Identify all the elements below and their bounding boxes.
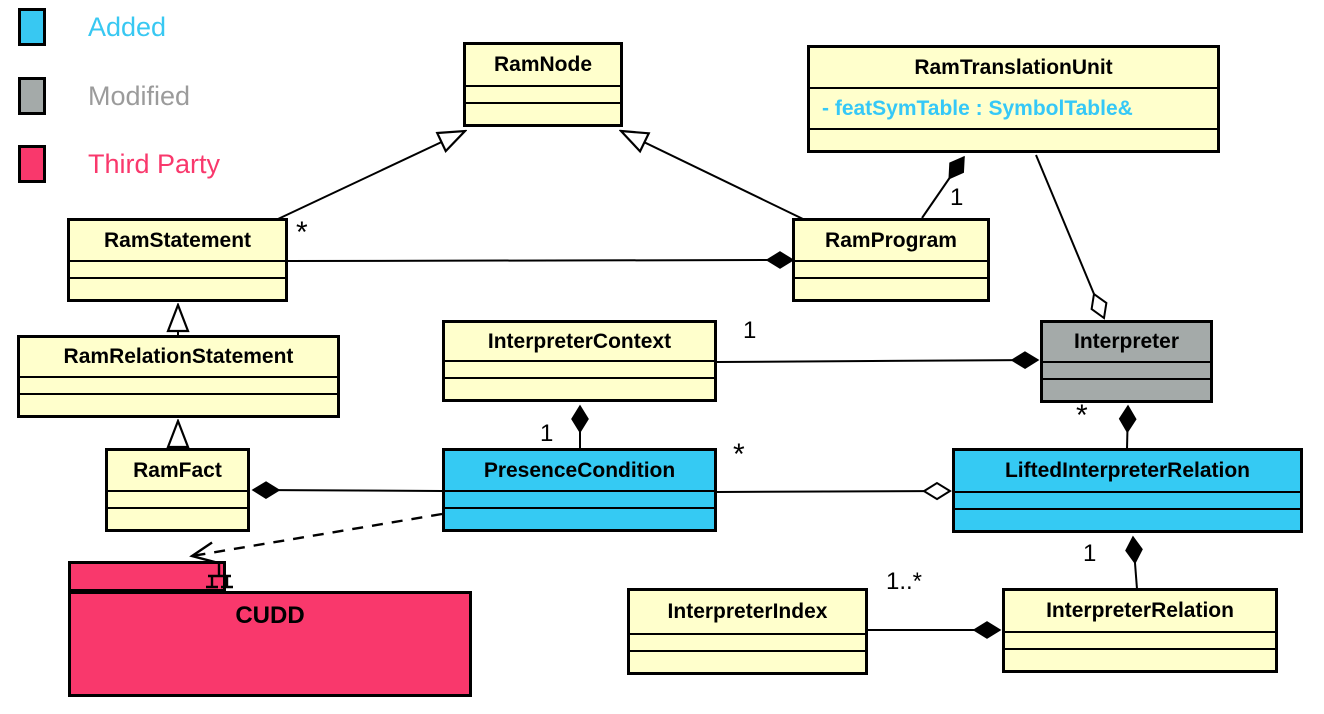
composition-interpretercontext-interpreter [716, 351, 1040, 369]
class-title: PresenceCondition [483, 458, 676, 482]
class-ramprogram: RamProgram [792, 218, 990, 302]
class-title: RamFact [133, 458, 222, 482]
legend-swatch-third-party [18, 145, 46, 183]
package-cudd-tab [68, 561, 233, 592]
class-methods [70, 277, 285, 299]
class-title: Interpreter [1073, 330, 1180, 353]
class-attributes [70, 260, 285, 277]
class-title: RamTranslationUnit [914, 55, 1113, 79]
class-ramnode: RamNode [463, 42, 623, 127]
class-attributes [795, 260, 987, 277]
class-methods [795, 277, 987, 299]
class-attributes [445, 360, 714, 377]
class-attributes [20, 376, 337, 393]
class-methods [20, 393, 337, 415]
anchor-icon [206, 564, 233, 589]
class-methods [445, 377, 714, 399]
class-methods [630, 650, 865, 672]
class-interpretercontext: InterpreterContext [442, 320, 717, 402]
class-methods [108, 507, 247, 529]
package-title: CUDD [235, 602, 305, 629]
class-title: RamProgram [825, 228, 957, 252]
class-attributes [630, 633, 865, 650]
class-title: LiftedInterpreterRelation [1004, 459, 1251, 482]
multiplicity-label: * [296, 216, 308, 249]
class-methods [445, 507, 714, 529]
multiplicity-label: 1..* [886, 568, 923, 595]
class-methods [955, 508, 1300, 530]
multiplicity-label: 1 [950, 184, 964, 211]
class-interpreterrelation: InterpreterRelation [1002, 588, 1278, 673]
aggregation-presencecondition-liftedinterpreterrelation [716, 481, 952, 501]
class-liftedinterpreterrelation: LiftedInterpreterRelation [952, 448, 1303, 533]
composition-liftedinterpreterrelation-interpreter [1118, 404, 1137, 450]
class-ramrelationstatement: RamRelationStatement [17, 335, 340, 418]
class-title: InterpreterContext [487, 329, 672, 353]
legend-swatch-added [18, 8, 46, 46]
class-attributes [108, 490, 247, 507]
composition-ramprogram-ramtranslationunit [921, 155, 965, 219]
legend-swatch-modified [18, 77, 46, 115]
class-ramstatement: RamStatement [67, 218, 288, 302]
class-attributes [445, 490, 714, 507]
composition-interpreterrelation-liftedinterpreterrelation [1125, 535, 1143, 590]
multiplicity-label: 1 [540, 420, 554, 447]
class-methods [810, 128, 1217, 150]
generalization-ramstatement-ramnode [277, 131, 465, 220]
class-title: InterpreterRelation [1046, 599, 1234, 622]
generalization-ramprogram-ramnode [621, 131, 804, 220]
package-cudd-body: CUDD [68, 591, 472, 697]
class-interpreter: Interpreter [1040, 320, 1213, 403]
class-interpreterindex: InterpreterIndex [627, 588, 868, 675]
class-attributes: - featSymTable : SymbolTable& [810, 87, 1217, 128]
class-methods [466, 102, 620, 124]
class-ramtranslationunit: RamTranslationUnit - featSymTable : Symb… [807, 45, 1220, 153]
class-title: RamStatement [103, 228, 252, 252]
legend-label-modified: Modified [88, 81, 191, 111]
dependency-presencecondition-cudd [189, 512, 443, 564]
class-title: RamNode [493, 53, 593, 76]
class-attributes [1005, 631, 1275, 648]
class-methods [1043, 378, 1210, 400]
legend-label-third-party: Third Party [88, 149, 221, 179]
aggregation-ramtranslationunit-interpreter [1035, 154, 1108, 320]
class-attributes [466, 85, 620, 102]
composition-presencecondition-ramfact [251, 481, 443, 499]
multiplicity-label: 1 [1083, 540, 1097, 567]
composition-ramstatement-ramprogram [287, 251, 795, 269]
multiplicity-label: * [1076, 399, 1088, 432]
class-ramfact: RamFact [105, 448, 250, 532]
class-methods [1005, 648, 1275, 670]
class-presencecondition: PresenceCondition [442, 448, 717, 532]
class-attributes [1043, 361, 1210, 378]
multiplicity-label: 1 [743, 317, 757, 344]
legend-label-added: Added [88, 12, 167, 42]
class-title: InterpreterIndex [667, 600, 828, 623]
multiplicity-label: * [733, 438, 745, 471]
class-title: RamRelationStatement [63, 345, 294, 368]
class-attributes [955, 491, 1300, 508]
